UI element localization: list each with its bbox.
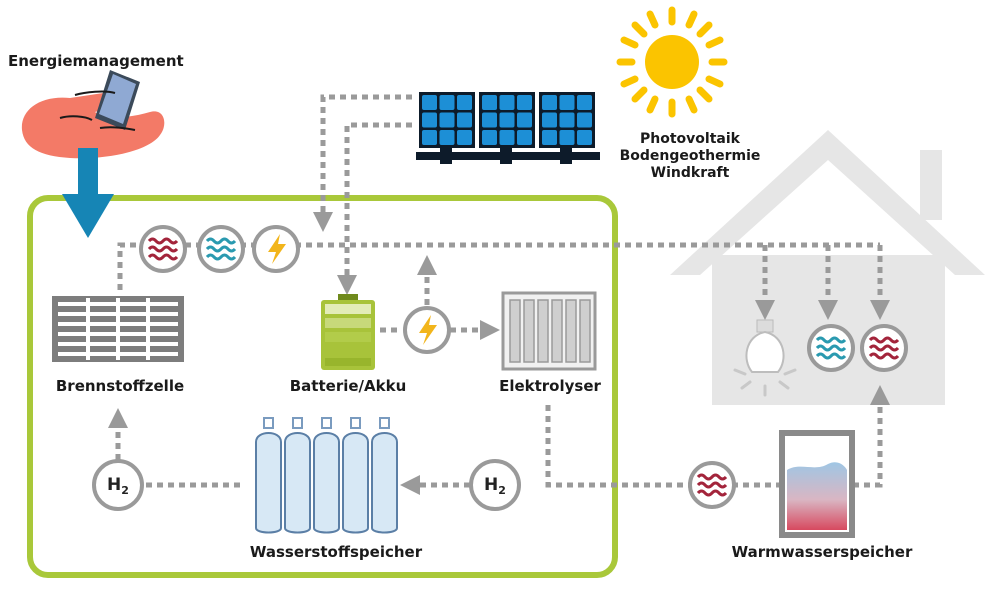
electricity-icon — [252, 225, 300, 273]
energy-management-label: Energiemanagement — [8, 52, 184, 70]
heat-icon — [688, 461, 736, 509]
solar-cell — [517, 112, 532, 128]
down-arrow-icon — [62, 148, 114, 238]
source-wind: Windkraft — [650, 165, 730, 181]
h2-left-icon — [92, 459, 144, 511]
cylinder-valve — [263, 417, 274, 429]
hot-water-storage-label: Warmwasserspeicher — [731, 543, 913, 561]
solar-cell — [517, 95, 532, 110]
cold-water-icon — [807, 324, 855, 372]
gas-cylinder — [284, 432, 311, 534]
electrolyser-label: Elektrolyser — [499, 377, 601, 395]
cold-water-icon — [197, 225, 245, 273]
solar-cell — [422, 95, 437, 110]
solar-cell — [499, 130, 515, 145]
solar-cell — [482, 130, 497, 145]
gas-cylinder — [255, 432, 282, 534]
h2-left-label: H2 — [107, 474, 129, 498]
solar-cell — [577, 95, 592, 110]
light-bulb-icon — [733, 319, 797, 397]
electricity-icon — [403, 306, 451, 354]
cylinder-valve — [321, 417, 332, 429]
solar-cell — [559, 95, 575, 110]
fuel-cell-label: Brennstoffzelle — [55, 377, 185, 395]
battery-label: Batterie/Akku — [289, 377, 407, 395]
battery-icon — [321, 294, 375, 370]
sun-icon — [616, 6, 728, 118]
solar-cell — [439, 130, 455, 145]
solar-cell — [439, 112, 455, 128]
solar-cell — [517, 130, 532, 145]
gas-cylinder — [342, 432, 369, 534]
solar-cell — [559, 130, 575, 145]
solar-cell — [559, 112, 575, 128]
solar-cell — [422, 130, 437, 145]
solar-cell — [577, 130, 592, 145]
cylinder-valve — [379, 417, 390, 429]
water-tank-icon — [779, 430, 855, 538]
solar-cell — [457, 130, 472, 145]
hand-phone-icon — [21, 70, 165, 159]
solar-cell — [482, 95, 497, 110]
solar-cell — [499, 95, 515, 110]
gas-cylinder — [313, 432, 340, 534]
h2-right-icon — [469, 459, 521, 511]
hydrogen-storage-label: Wasserstoffspeicher — [249, 543, 423, 561]
electrolyser-icon — [501, 291, 597, 371]
heat-icon — [139, 225, 187, 273]
solar-cell — [439, 95, 455, 110]
energy-sources-label: Photovoltaik Bodengeothermie Windkraft — [620, 131, 761, 182]
solar-cell — [422, 112, 437, 128]
solar-cell — [457, 95, 472, 110]
cylinder-valve — [350, 417, 361, 429]
h2-right-label: H2 — [484, 474, 506, 498]
gas-cylinders-icon — [255, 417, 398, 534]
heat-icon — [860, 324, 908, 372]
cylinder-valve — [292, 417, 303, 429]
solar-cell — [542, 95, 557, 110]
source-photovoltaic: Photovoltaik — [640, 131, 740, 147]
solar-cell — [542, 112, 557, 128]
solar-cell — [499, 112, 515, 128]
solar-cell — [542, 130, 557, 145]
fuel-cell-icon — [52, 296, 184, 362]
gas-cylinder — [371, 432, 398, 534]
solar-cell — [457, 112, 472, 128]
solar-panel-icon — [416, 92, 600, 164]
solar-cell — [577, 112, 592, 128]
solar-cell — [482, 112, 497, 128]
source-geothermal: Bodengeothermie — [619, 148, 761, 164]
